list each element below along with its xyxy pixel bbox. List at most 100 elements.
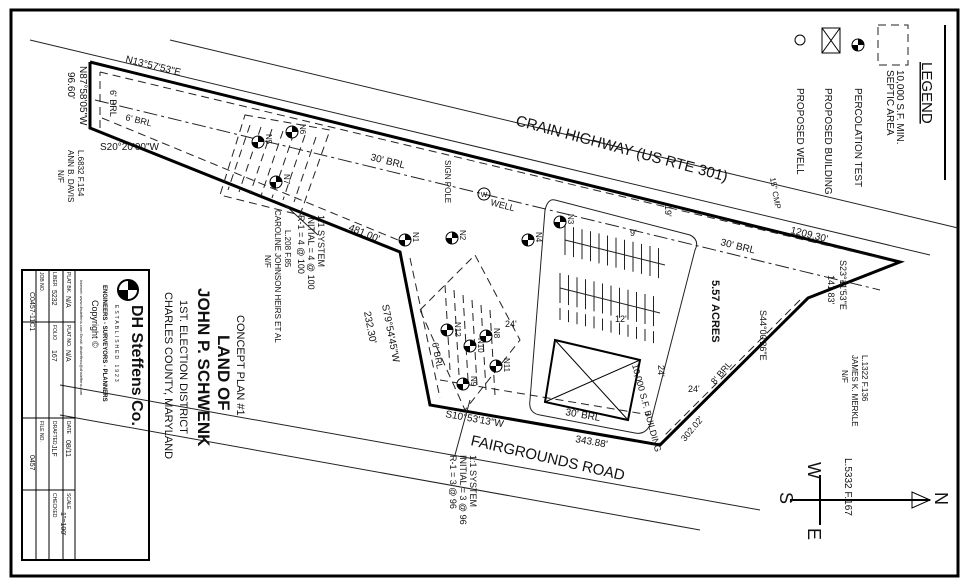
nf-label: N/F xyxy=(263,255,272,268)
well-symbol-letter: W xyxy=(481,192,488,199)
cell-label: PLAT NO. xyxy=(65,325,71,347)
left-distance: 96.60' xyxy=(65,72,76,99)
legend-label: PROPOSED BUILDING xyxy=(822,88,833,195)
dim-label: 24' xyxy=(688,384,700,394)
perc-test-n4: N4 xyxy=(521,232,543,247)
perc-test-n12: N12 xyxy=(440,322,462,337)
dim-label: 24' xyxy=(656,365,666,377)
brl-line xyxy=(99,71,881,259)
firm-logo xyxy=(117,279,139,301)
legend-label: 10,000 S.F. MIN. xyxy=(894,70,905,144)
perc-test-label: N9 xyxy=(469,376,478,387)
trench-line xyxy=(480,304,487,391)
fairgrounds-road-edge xyxy=(59,384,761,511)
perc-test-label: N12 xyxy=(453,322,462,337)
sheet-border xyxy=(9,8,960,578)
cell-label: CHECKED xyxy=(51,493,57,518)
perc-test-label: N10 xyxy=(476,338,485,353)
parking-stalls xyxy=(559,225,659,344)
neighbor-merkle: N/F JAMES K. MERKLE L.1322 F.136 xyxy=(840,355,869,427)
cell-value: 0457 xyxy=(28,455,35,471)
dim-label: 9' xyxy=(630,228,637,238)
cell-label: LIBER xyxy=(51,272,57,287)
proposed-building xyxy=(543,338,642,422)
mid-distance: 481.00' xyxy=(347,223,381,245)
percolation-test-icon xyxy=(851,38,865,52)
percolation-test-fill xyxy=(399,234,411,246)
sign-pole-label: SIGN POLE xyxy=(443,160,452,203)
dim-label: 19' xyxy=(663,205,673,217)
septic-area-icon xyxy=(877,24,909,66)
perc-test-n6: N6 xyxy=(285,124,307,139)
septic-trenches xyxy=(227,124,496,396)
fairgrounds-road-edge xyxy=(59,414,701,531)
brl-label: 6' BRL xyxy=(430,341,445,369)
system-initial: INITIAL = 4 @ 100 xyxy=(306,215,316,290)
perc-test-n3: N3 xyxy=(553,214,575,229)
system-r1: R-1 = 4 @ 100 xyxy=(296,215,306,274)
trench-line xyxy=(238,126,262,193)
percolation-test-fill xyxy=(441,324,453,336)
n1-bearing: S79°54'45"W xyxy=(379,303,401,364)
neighbor-johnson: N/F CAROLINE JOHNSON HEIRS ET AL L.208 F… xyxy=(263,210,292,343)
nf-label: N/F xyxy=(56,170,65,183)
percolation-test-fill xyxy=(522,234,534,246)
parking-lot-outline xyxy=(529,199,698,434)
brl-label: 6' BRL xyxy=(108,90,118,117)
perc-test-n7: N7 xyxy=(269,174,291,189)
cell-value: N/A xyxy=(64,350,71,362)
system-title: 1:1 SYSTEM xyxy=(468,455,478,507)
north-label: N xyxy=(931,492,951,505)
trench-line xyxy=(462,294,469,381)
leader-line xyxy=(284,204,319,236)
legend-label: SEPTIC AREA xyxy=(884,70,895,136)
cell-value: C0457-11C1 xyxy=(28,292,35,331)
brl-label: 6' BRL xyxy=(125,112,153,128)
centerline xyxy=(94,99,881,291)
county: CHARLES COUNTY, MARYLAND xyxy=(162,292,174,459)
cell-label: PLAT BK. xyxy=(65,272,71,294)
cell-value: 1"=100' xyxy=(59,512,66,535)
plan-title: CONCEPT PLAN #1 xyxy=(234,315,246,416)
cmp-label: 15" CMP xyxy=(768,177,782,210)
trench-line xyxy=(489,309,496,396)
title-block: DH Steffens Co. ESTABLISHED 1923 ENGINEE… xyxy=(21,269,150,561)
perc-test-label: N11 xyxy=(502,358,511,373)
percolation-test-fill xyxy=(457,378,469,390)
copyright: Copyright © xyxy=(90,300,100,348)
ne-bearing: S23°11'53"E xyxy=(838,260,848,310)
se-distance: 302.02' xyxy=(679,414,706,443)
land-of-label: LAND OF xyxy=(214,335,233,411)
cell-label: SCALE xyxy=(65,493,71,510)
brl-label: 30' BRL xyxy=(719,237,756,256)
percolation-test-fill xyxy=(252,136,264,148)
percolation-test-fill xyxy=(270,176,282,188)
firm-name: DH Steffens Co. xyxy=(128,305,145,426)
legend-label: PROPOSED WELL xyxy=(794,88,805,175)
perc-test-n8: N8 xyxy=(479,328,501,343)
neighbor-name: CAROLINE JOHNSON HEIRS ET AL xyxy=(273,210,282,343)
legend-title: LEGEND xyxy=(918,62,935,124)
trench-line xyxy=(453,289,460,376)
trench-line xyxy=(260,130,284,197)
cell-value: 5232 xyxy=(50,290,57,306)
perc-test-label: N7 xyxy=(282,174,291,185)
leader-line xyxy=(454,399,471,456)
cell-label: DATE xyxy=(65,421,71,435)
cell-label: DRAFTED xyxy=(51,421,57,445)
perc-test-label: N8 xyxy=(492,328,501,339)
district: 1ST. ELECTION DISTRICT xyxy=(177,300,189,434)
perc-test-n1: N1 xyxy=(398,232,420,247)
trench-line xyxy=(282,134,306,201)
south-system-note: 1:1 SYSTEM INITIAL = 3 @ 96 R-1 = 3 @ 96 xyxy=(448,455,478,525)
east-label: E xyxy=(804,528,824,540)
cell-label: FOLIO xyxy=(51,325,57,340)
north-arrow: N W E S L.5332 F.167 xyxy=(776,458,951,540)
crain-highway-edge xyxy=(29,39,931,256)
brl-line xyxy=(409,257,441,399)
n1-distance: 232.30' xyxy=(361,310,378,344)
property-boundary xyxy=(88,60,905,447)
cell-value: 08/11 xyxy=(64,440,71,457)
perc-test-label: N6 xyxy=(298,124,307,135)
